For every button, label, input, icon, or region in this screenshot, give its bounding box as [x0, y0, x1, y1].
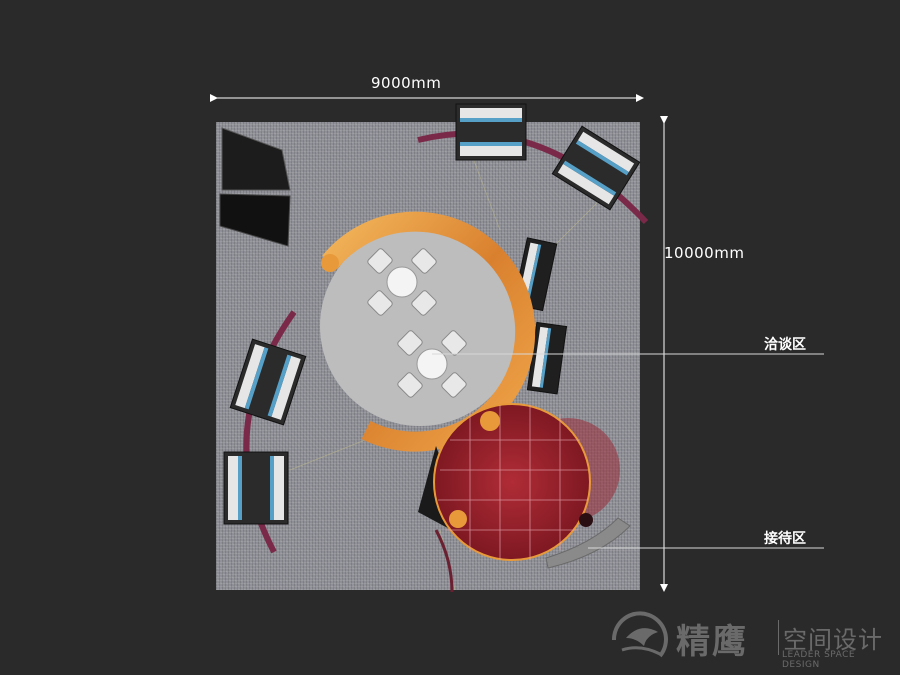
company-logo: 精鹰 空间设计 LEADER SPACE DESIGN — [612, 612, 892, 670]
meeting-table-lower — [397, 330, 467, 398]
logo-name-en: LEADER SPACE DESIGN — [782, 650, 856, 670]
reception-grid — [438, 405, 588, 560]
sofa-group-left — [223, 338, 307, 525]
width-dimension-label: 9000mm — [371, 74, 442, 92]
logo-name-cn: 精鹰 — [676, 622, 748, 662]
counter-end-cap-top — [321, 254, 339, 272]
display-panels-top-left — [219, 127, 291, 247]
reception-small-stool — [579, 513, 593, 527]
negotiation-counter-arc — [322, 211, 536, 452]
reception-arc-bottom — [434, 529, 454, 593]
meeting-table-upper — [367, 248, 437, 316]
negotiation-zone-label: 洽谈区 — [764, 337, 806, 353]
reception-post-top — [480, 411, 500, 431]
reception-zone-label: 接待区 — [764, 531, 806, 547]
reception-post-bottom — [449, 510, 467, 528]
height-dimension-label: 10000mm — [664, 244, 745, 262]
negotiation-platform — [320, 226, 520, 426]
sofa-group-top — [455, 103, 641, 211]
logo-subtitle-cn: 空间设计 — [778, 620, 883, 655]
reception-gray-bench — [545, 517, 631, 569]
sofa-group-right — [512, 237, 568, 395]
reception-platform — [433, 403, 591, 561]
eagle-logo-icon — [611, 611, 668, 658]
